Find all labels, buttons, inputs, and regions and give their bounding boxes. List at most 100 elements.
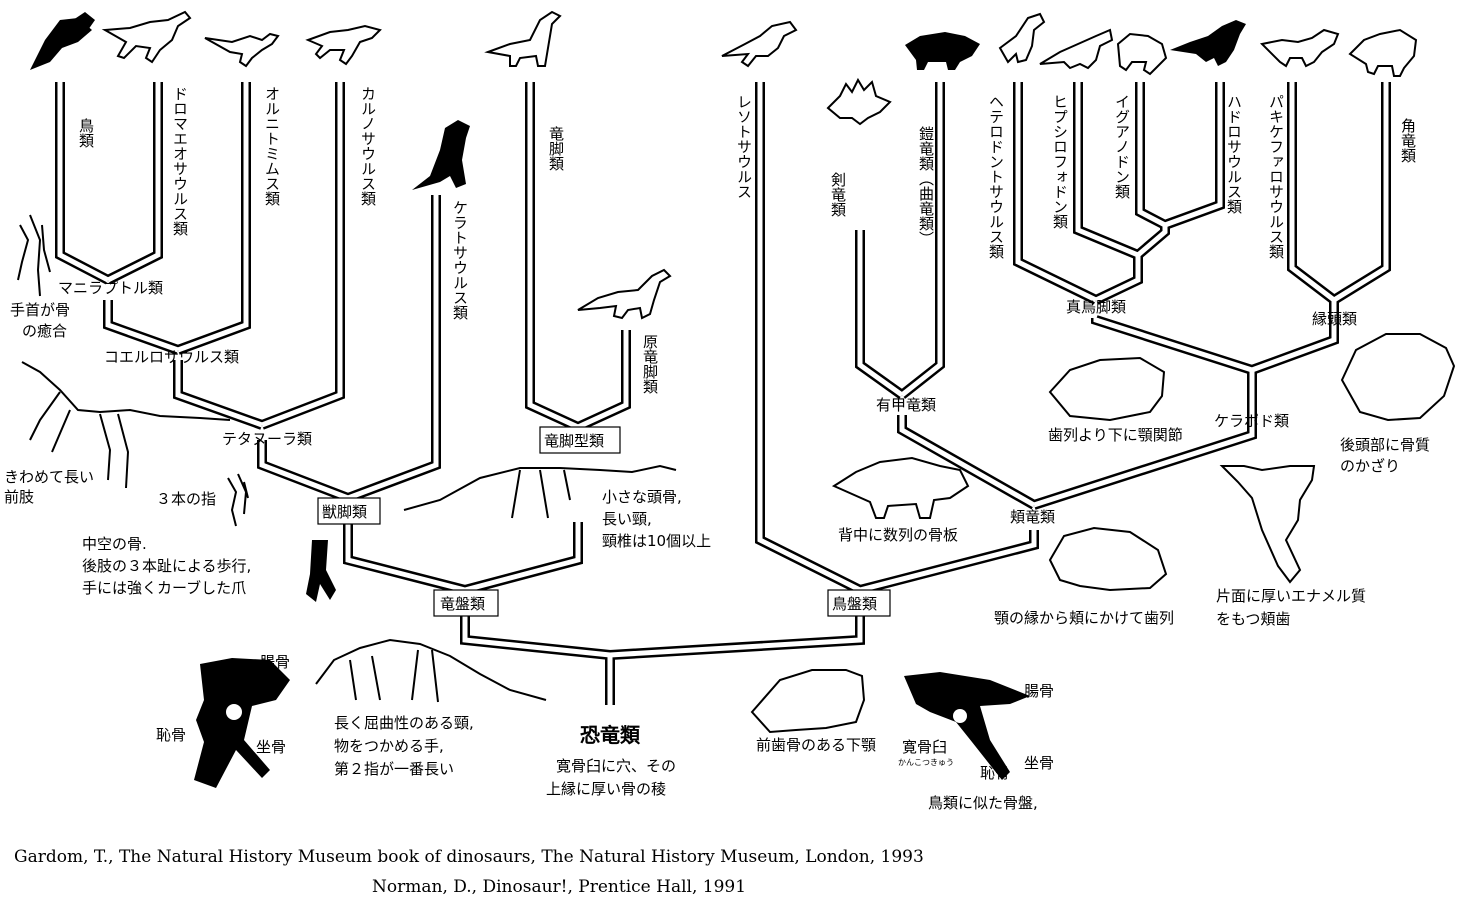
clade-saurischia: 竜盤類: [440, 595, 485, 613]
sauropod-skeleton-illustration: [403, 464, 677, 519]
branch-maniraptora-to-birds-outline: [55, 82, 111, 285]
ankylosaur-armor-illustration: [831, 456, 970, 519]
branch-genasauria-to-thyreophora-fill: [899, 415, 1036, 508]
box-saurischia: [433, 589, 499, 617]
branch-root-split-saurischia-fill: [462, 616, 611, 658]
note-enamel-2: をもつ頬歯: [1216, 610, 1290, 628]
illustrations: [17, 10, 1456, 788]
dromaeosaur-illustration: [101, 10, 192, 64]
note-cheek-teeth: 顎の縁から頬にかけて歯列: [994, 609, 1174, 627]
branch-saurischia-to-sauropodomorpha-fill: [464, 522, 581, 593]
branch-saurischia-to-theropoda-fill: [345, 524, 466, 593]
branch-euornithopoda-stem-outline: [1093, 255, 1143, 305]
note-three-fingers: ３本の指: [156, 490, 216, 508]
ornithischian-pelvis-illustration: [904, 672, 1030, 780]
branch-theropoda-to-ceratosaurs-outline: [346, 195, 441, 503]
clade-genasauria: 頬竜類: [1010, 508, 1055, 526]
branch-saurischia-to-sauropodomorpha-outline: [463, 522, 583, 595]
clade-maniraptora: マニラプトル類: [58, 279, 163, 297]
branch-ornithischia-to-lesothosaurus-fill: [757, 82, 862, 593]
branch-iguanodontia-to-hadrosaurs-outline: [1163, 82, 1225, 230]
note-forelimb-1: きわめて長い: [4, 468, 94, 486]
branch-euornithopoda-stem-fill: [1094, 255, 1141, 303]
branch-thyreophora-to-stegosaurs-fill: [857, 230, 904, 398]
note-frill-2: のかざり: [1340, 457, 1400, 475]
prosauropod-illustration: [577, 268, 672, 320]
hadrosaur-illustration: [1170, 20, 1246, 66]
note-saurischian-1: 長く屈曲性のある頸,: [334, 714, 474, 732]
branch-coelurosauria-to-maniraptora-fill: [105, 300, 179, 353]
taxon-ceratopsians: 角竜類: [1399, 118, 1417, 163]
branch-theropoda-to-ceratosaurs-fill: [347, 195, 439, 501]
branch-saurischia-to-theropoda-outline: [343, 524, 467, 595]
note-theropod-3: 手には強くカーブした爪: [82, 579, 246, 597]
citation-norman: Norman, D., Dinosaur!, Prentice Hall, 19…: [372, 877, 746, 897]
branch-euornithopoda-to-heterodontosaurs-fill: [1015, 82, 1098, 303]
ornithopod-skull-illustration: [1048, 356, 1166, 422]
clade-euornithopoda: 真鳥脚類: [1066, 298, 1126, 316]
branch-cerapoda-to-marginocephalia-fill: [1251, 332, 1337, 373]
taxon-dromaeosaurs: ドロマエオサウルス類: [171, 86, 189, 236]
taxon-iguanodonts: イグアノドン類: [1113, 94, 1131, 199]
branch-marginocephalia-to-ceratopsians-fill: [1332, 82, 1389, 303]
pelvis-ischium-label: 坐骨: [256, 738, 286, 756]
note-enamel-1: 片面に厚いエナメル質: [1216, 587, 1366, 605]
labels: 鳥類 ドロマエオサウルス類 オルニトミムス類 カルノサウルス類 ケラトサウルス類…: [4, 86, 1430, 897]
clade-theropoda: 獣脚類: [322, 503, 367, 521]
iguanodont-illustration: [1116, 32, 1168, 76]
ceratosaur-illustration: [412, 120, 470, 190]
branch-ornithischia-to-genasauria-fill: [859, 530, 1037, 593]
clade-tetanurae: テタヌーラ類: [222, 430, 312, 448]
taxon-pachycephalosaurs: パキケファロサウルス類: [1267, 94, 1285, 259]
note-saurischian-2: 物をつかめる手,: [334, 737, 444, 755]
ceratopsian-illustration: [1348, 28, 1418, 77]
branch-marginocephalia-to-ceratopsians-outline: [1331, 82, 1391, 305]
note-theropod-1: 中空の骨.: [82, 535, 147, 553]
taxon-carnosaurs: カルノサウルス類: [359, 86, 377, 206]
pachycephalosaur-skull-illustration: [1340, 333, 1456, 422]
bird-illustration: [30, 12, 95, 70]
branch-iguanodontia-to-hypsilophodonts-fill: [1075, 82, 1139, 258]
branch-marginocephalia-to-pachycephalosaurs-outline: [1287, 82, 1338, 304]
branch-sauropodomorpha-to-prosauropods-outline: [575, 330, 631, 432]
note-sauropodomorph-3: 頸椎は10個以上: [602, 532, 711, 550]
hypsilophodont-illustration: [1039, 28, 1114, 70]
heterodontosaur-illustration: [998, 12, 1046, 64]
heterodont-skull-illustration: [1048, 526, 1168, 592]
note-sauropodomorph-2: 長い頸,: [602, 510, 652, 528]
box-theropoda: [317, 497, 381, 525]
note-theropod-2: 後肢の３本趾による歩行,: [82, 557, 251, 575]
citation-gardom: Gardom, T., The Natural History Museum b…: [14, 847, 924, 867]
taxon-heterodontosaurs: ヘテロドントサウルス類: [987, 94, 1005, 259]
note-wrist-2: の癒合: [22, 322, 67, 340]
clade-marginocephalia: 縁頭類: [1312, 310, 1357, 328]
ornith-pelvis-acetabulum-label: 寛骨臼: [902, 738, 947, 756]
branch-iguanodontia-to-iguanodonts-fill: [1137, 82, 1167, 228]
note-sauropodomorph-1: 小さな頭骨,: [602, 488, 682, 506]
branch-maniraptora-to-birds-fill: [57, 82, 110, 283]
branch-iguanodontia-to-hadrosaurs-fill: [1164, 82, 1223, 228]
note-wrist-1: 手首が骨: [10, 301, 70, 319]
branch-sauropodomorpha-to-sauropods-fill: [527, 82, 580, 430]
taxon-prosauropods: 原竜脚類: [641, 334, 659, 394]
branch-maniraptora-to-dromaeosaurs-fill: [106, 82, 161, 283]
box-ornithischia: [827, 589, 891, 617]
branch-genasauria-to-cerapoda-fill: [1033, 370, 1255, 508]
note-frill-1: 後頭部に骨質: [1340, 436, 1430, 454]
clade-ornithischia: 鳥盤類: [832, 595, 877, 613]
branch-coelurosauria-to-maniraptora-outline: [103, 300, 180, 355]
branch-tetanurae-to-carnosaurs-fill: [261, 82, 343, 428]
branch-marginocephalia-to-pachycephalosaurs-fill: [1289, 82, 1336, 302]
cheek-tooth-illustration: [1219, 465, 1316, 584]
branch-tetanurae-to-coelurosauria-outline: [173, 360, 264, 430]
note-forelimb-2: 前肢: [4, 488, 34, 506]
branch-ornithischia-to-lesothosaurus-outline: [755, 82, 863, 595]
branch-iguanodontia-to-iguanodonts-outline: [1135, 82, 1168, 230]
branch-tetanurae-to-coelurosauria-fill: [175, 360, 263, 428]
ornith-pelvis-ilium-label: 腸骨: [1024, 682, 1054, 700]
branch-theropoda-to-tetanurae-fill: [259, 440, 349, 501]
ornith-pelvis-caption: 鳥類に似た骨盤,: [928, 794, 1038, 812]
box-sauropodomorpha: [539, 426, 621, 454]
branch-coelurosauria-to-ornithomimids-fill: [177, 82, 249, 353]
